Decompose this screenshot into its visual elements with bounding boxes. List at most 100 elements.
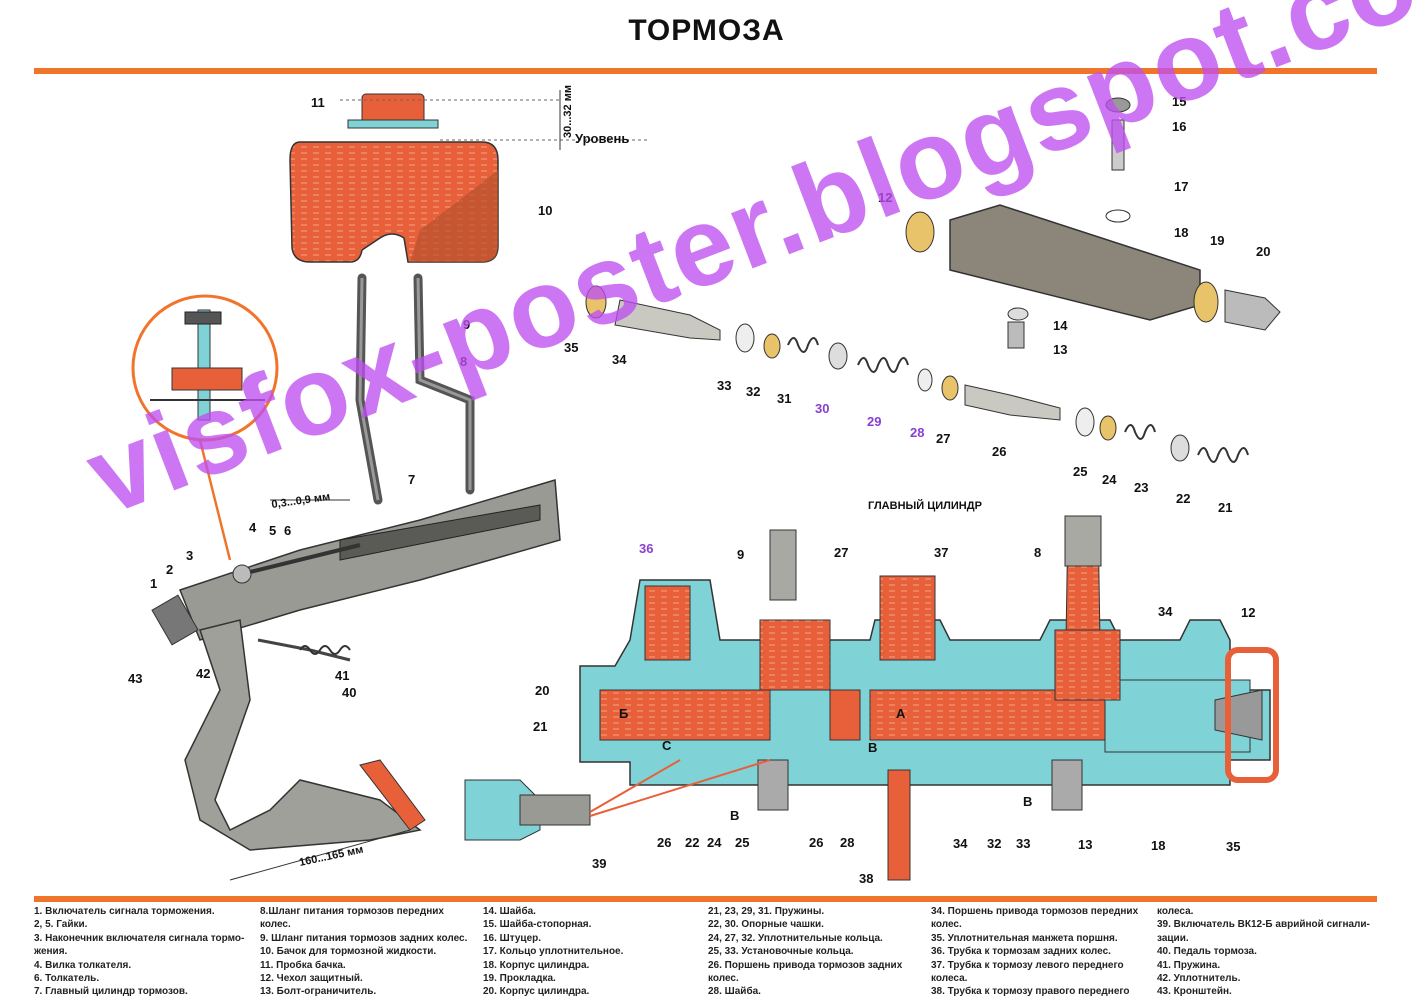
mark-v-left: В	[730, 808, 739, 823]
legend-entry: 24, 27, 32. Уплотнительные кольца.	[708, 932, 883, 944]
callout-18-section: 18	[1151, 838, 1165, 853]
callout-7: 7	[408, 472, 415, 487]
callout-26-section-center: 26	[809, 835, 823, 850]
legend-entry: колес.	[260, 919, 291, 931]
callout-41: 41	[335, 668, 349, 683]
callout-13-exploded: 13	[1053, 342, 1067, 357]
callout-13-section: 13	[1078, 837, 1092, 852]
callout-34-section-center: 34	[953, 836, 968, 851]
callout-10: 10	[538, 203, 552, 218]
legend-entry: 18. Корпус цилиндра.	[483, 959, 590, 971]
callout-37: 37	[934, 545, 948, 560]
brake-diagram: Уровень 30...32 мм 0,3...0,9 мм 160...16…	[128, 85, 1281, 886]
callout-40: 40	[342, 685, 356, 700]
legend-entry: 17. Кольцо уплотнительное.	[483, 946, 624, 958]
legend-entry: 12. Чехол защитный.	[260, 973, 363, 985]
callout-32-exploded: 32	[746, 384, 760, 399]
callout-30: 30	[815, 401, 829, 416]
legend-entry: зации.	[1157, 932, 1189, 944]
callout-31: 31	[777, 391, 791, 406]
switch-detail-inset	[131, 294, 279, 561]
callout-25-exploded: 25	[1073, 464, 1087, 479]
callout-8-section: 8	[1034, 545, 1041, 560]
legend-entry: 39. Включатель ВК12-Б аврийной сигнали-	[1157, 919, 1370, 931]
callout-6: 6	[284, 523, 291, 538]
callout-29: 29	[867, 414, 881, 429]
callout-26-section-left: 26	[657, 835, 671, 850]
legend-entry: 19. Прокладка.	[483, 973, 556, 985]
callout-36: 36	[639, 541, 653, 556]
legend-entry: 4. Вилка толкателя.	[34, 959, 132, 971]
callout-4: 4	[249, 520, 257, 535]
legend-entry: 21, 23, 29, 31. Пружины.	[708, 906, 825, 917]
callout-15: 15	[1172, 94, 1186, 109]
legend-entry: 11. Пробка бачка.	[260, 959, 346, 971]
master-cylinder-section	[579, 515, 1279, 881]
legend-entry: 41. Пружина.	[1157, 959, 1221, 971]
level-label: Уровень	[575, 131, 629, 146]
legend-entry: 37. Трубка к тормозу левого переднего	[931, 959, 1124, 971]
callout-25-section: 25	[735, 835, 749, 850]
legend-entry: 16. Штуцер.	[483, 932, 542, 944]
callout-24-exploded: 24	[1102, 472, 1117, 487]
callout-2: 2	[166, 562, 173, 577]
callout-38: 38	[859, 871, 873, 886]
callout-3: 3	[186, 548, 193, 563]
callout-19: 19	[1210, 233, 1224, 248]
legend-entry: 9. Шланг питания тормозов задних колес.	[260, 932, 468, 944]
rod-gap-label: 0,3...0,9 мм	[271, 491, 331, 511]
legend-column-2: 8.Шланг питания тормозов передних колес.…	[260, 905, 467, 999]
callout-8-top: 8	[460, 354, 467, 369]
chamber-a-label: А	[896, 706, 906, 721]
legend-entry: 3. Наконечник включателя сигнала тормо-	[34, 932, 245, 944]
mark-v-right: В	[1023, 794, 1032, 809]
callout-34-section-right: 34	[1158, 604, 1173, 619]
pedal-assembly	[151, 479, 561, 881]
pedal-travel-label: 160...165 мм	[298, 844, 364, 869]
legend-column-4: 21, 23, 29, 31. Пружины. 22, 30. Опорные…	[708, 905, 902, 999]
legend-entry: колеса.	[931, 973, 968, 985]
brake-hoses	[355, 273, 475, 505]
legend-entry: 1. Включатель сигнала торможения.	[34, 906, 215, 917]
legend-entry: колес.	[708, 973, 739, 985]
master-cylinder-label: ГЛАВНЫЙ ЦИЛИНДР	[868, 499, 982, 512]
callout-32-section: 32	[987, 836, 1001, 851]
callout-27-exploded: 27	[936, 431, 950, 446]
mark-v-center: В	[868, 740, 877, 755]
legend-entry: 36. Трубка к тормозам задних колес.	[931, 946, 1111, 958]
callout-21-exploded: 21	[1218, 500, 1232, 515]
callout-23: 23	[1134, 480, 1148, 495]
legend-column-3: 14. Шайба. 15. Шайба-стопорная. 16. Штуц…	[483, 905, 623, 999]
callout-28-exploded: 28	[910, 425, 924, 440]
legend-entry: 34. Поршень привода тормозов передних	[931, 906, 1139, 917]
callout-24-section: 24	[707, 835, 722, 850]
callout-5: 5	[269, 523, 276, 538]
callout-14: 14	[1053, 318, 1068, 333]
top-divider	[34, 68, 1377, 74]
callout-11: 11	[311, 95, 325, 110]
callout-43: 43	[128, 671, 142, 686]
callout-20-section: 20	[535, 683, 549, 698]
legend-entry: 7. Главный цилиндр тормозов.	[34, 986, 188, 998]
legend-entry: 6. Толкатель.	[34, 973, 100, 985]
callout-28-section: 28	[840, 835, 854, 850]
callout-12-exploded: 12	[878, 190, 892, 205]
legend-entry: 43. Кронштейн.	[1157, 986, 1232, 998]
legend-entry: 10. Бачок для тормозной жидкости.	[260, 946, 437, 958]
exploded-parts	[585, 97, 1281, 463]
legend-entry: 2, 5. Гайки.	[34, 919, 88, 931]
legend-entry: 22, 30. Опорные чашки.	[708, 919, 824, 931]
legend-entry: 14. Шайба.	[483, 906, 536, 917]
callout-17: 17	[1174, 179, 1188, 194]
legend-column-1: 1. Включатель сигнала торможения. 2, 5. …	[34, 905, 244, 999]
legend-entry: 38. Трубка к тормозу правого переднего	[931, 986, 1130, 998]
reservoir-gap-label: 30...32 мм	[562, 85, 574, 138]
legend-column-5: 34. Поршень привода тормозов передних ко…	[931, 905, 1138, 999]
callout-35-exploded: 35	[564, 340, 578, 355]
callout-1: 1	[150, 576, 157, 591]
callout-9-section: 9	[737, 547, 744, 562]
legend-entry: колес.	[931, 919, 962, 931]
callout-34-exploded: 34	[612, 352, 627, 367]
legend-entry: 40. Педаль тормоза.	[1157, 946, 1257, 958]
fluid-reservoir	[289, 90, 650, 263]
